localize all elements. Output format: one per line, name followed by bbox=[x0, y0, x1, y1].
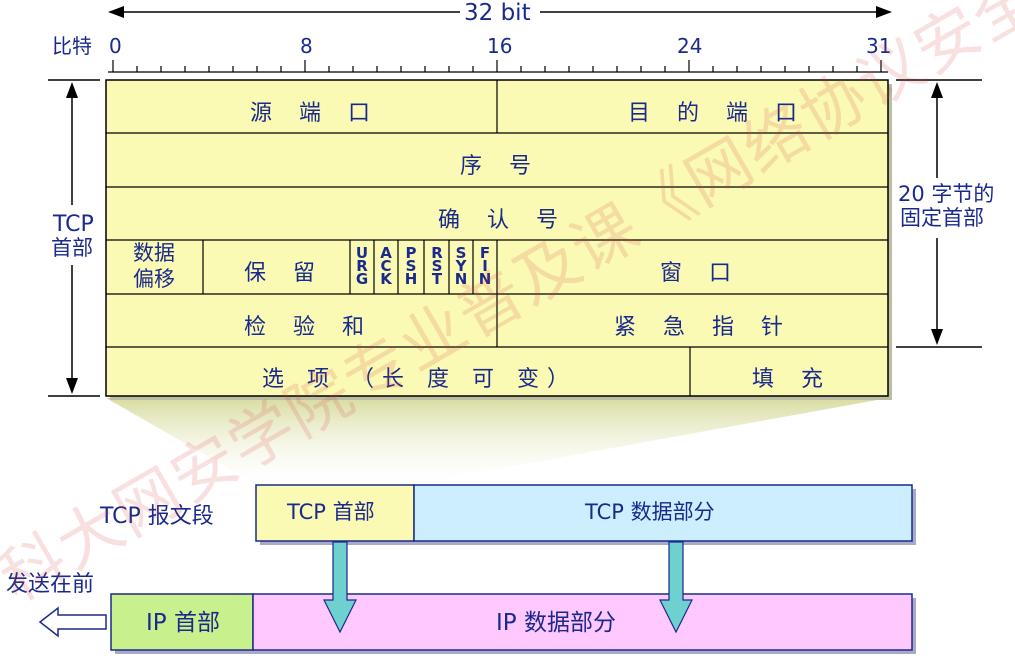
width-arrow-left-head bbox=[108, 6, 124, 18]
field-reserved: 保 留 bbox=[244, 261, 325, 286]
tick-31: 31 bbox=[866, 34, 892, 58]
fixed-header-label-line1: 20 字节的 bbox=[898, 182, 995, 206]
tcp-header-bracket bbox=[48, 79, 100, 397]
field-offset-line1: 数据 bbox=[133, 241, 175, 265]
tcp-header-label-line2: 首部 bbox=[51, 236, 93, 260]
ip-header-box bbox=[110, 593, 254, 651]
width-label: 32 bit bbox=[464, 0, 531, 26]
down-arrow-right bbox=[659, 541, 693, 634]
header-table-grid bbox=[106, 80, 888, 396]
field-window: 窗 口 bbox=[660, 261, 741, 286]
ip-header-box-label: IP 首部 bbox=[146, 610, 220, 636]
down-arrow-left bbox=[323, 541, 357, 634]
fixed-header-label-line2: 固定首部 bbox=[900, 206, 984, 230]
field-seq: 序 号 bbox=[460, 154, 541, 179]
field-ack: 确 认 号 bbox=[438, 208, 568, 233]
tcp-data-box-label: TCP 数据部分 bbox=[585, 500, 715, 524]
field-options: 选 项 （长 度 可 变） bbox=[262, 367, 577, 392]
ip-data-box bbox=[252, 593, 913, 651]
tcp-header-box-label: TCP 首部 bbox=[287, 500, 375, 524]
tick-0: 0 bbox=[109, 34, 122, 58]
field-urgent: 紧 急 指 针 bbox=[614, 315, 793, 340]
tcp-header-bracket-bottom-head bbox=[66, 378, 78, 394]
ip-data-box-label: IP 数据部分 bbox=[496, 610, 616, 636]
send-first-label: 发送在前 bbox=[6, 572, 95, 597]
field-src-port: 源 端 口 bbox=[250, 101, 380, 126]
tick-8: 8 bbox=[300, 34, 313, 58]
bit-label: 比特 bbox=[52, 34, 92, 58]
tcp-header-label-line1: TCP bbox=[53, 212, 94, 237]
flag-fin: F I N bbox=[478, 244, 492, 288]
width-arrow-right-head bbox=[876, 6, 892, 18]
projection-funnel bbox=[106, 398, 888, 484]
tcp-data-box bbox=[413, 484, 913, 542]
tcp-segment-label: TCP 报文段 bbox=[100, 504, 214, 529]
flag-urg: U R G bbox=[355, 244, 369, 288]
flag-syn: S Y N bbox=[454, 244, 468, 288]
send-direction-arrow bbox=[38, 606, 107, 638]
flag-psh: P S H bbox=[404, 244, 418, 288]
bit-ruler bbox=[108, 60, 888, 73]
tick-16: 16 bbox=[487, 34, 513, 58]
field-checksum: 检 验 和 bbox=[244, 315, 374, 340]
fixed-header-bracket-bottom-head bbox=[931, 329, 943, 345]
flag-ack: A C K bbox=[380, 244, 392, 288]
tcp-header-bracket-top-head bbox=[66, 82, 78, 98]
fixed-header-bracket bbox=[896, 79, 982, 348]
tick-24: 24 bbox=[677, 34, 703, 58]
flag-rst: R S T bbox=[431, 244, 443, 288]
field-dst-port: 目 的 端 口 bbox=[628, 101, 807, 126]
field-offset-line2: 偏移 bbox=[133, 267, 175, 291]
fixed-header-bracket-top-head bbox=[931, 82, 943, 98]
field-padding: 填 充 bbox=[752, 367, 833, 392]
tcp-header-box bbox=[255, 484, 415, 542]
